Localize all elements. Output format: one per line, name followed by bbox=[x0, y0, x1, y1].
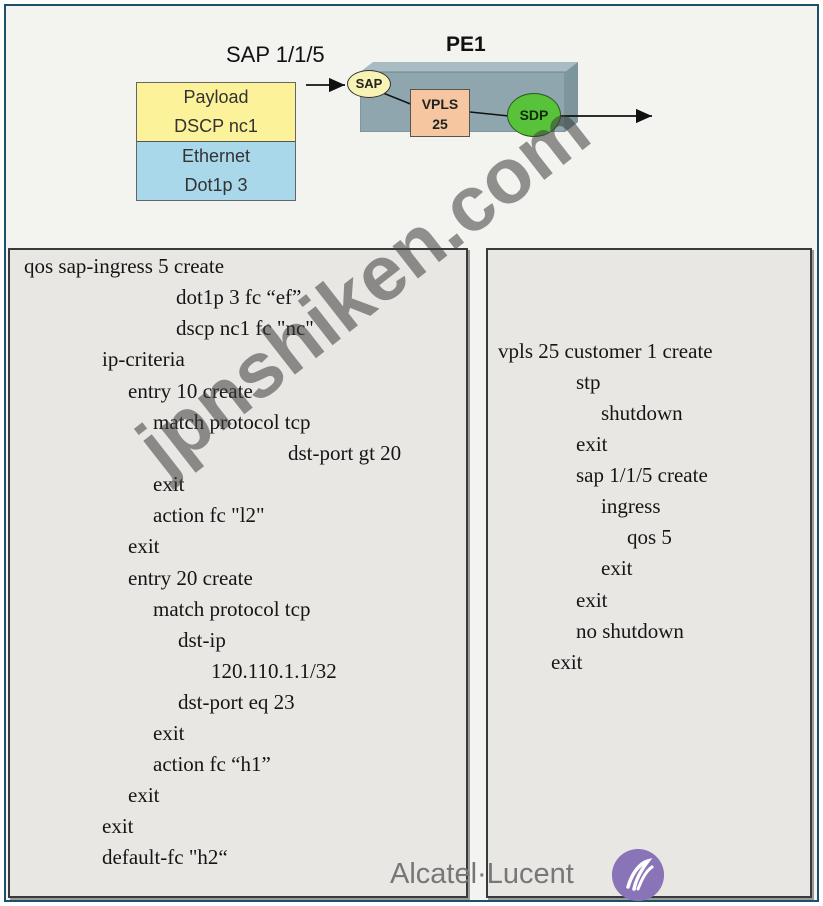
code-line: exit bbox=[576, 432, 608, 456]
code-line: exit bbox=[153, 472, 185, 496]
code-line: default-fc "h2“ bbox=[102, 845, 228, 869]
code-line: entry 20 create bbox=[128, 566, 253, 590]
code-line: ingress bbox=[601, 494, 661, 518]
vpls-id: 25 bbox=[432, 116, 448, 132]
code-line: dst-ip bbox=[178, 628, 226, 652]
code-line: exit bbox=[576, 588, 608, 612]
code-line: exit bbox=[551, 650, 583, 674]
code-line: sap 1/1/5 create bbox=[576, 463, 708, 487]
code-line: qos sap-ingress 5 create bbox=[24, 254, 225, 278]
brand-name: Alcatel·Lucent bbox=[390, 858, 574, 890]
code-line: vpls 25 customer 1 create bbox=[498, 339, 713, 363]
code-line: qos 5 bbox=[627, 525, 672, 549]
sap-node: SAP bbox=[347, 70, 391, 98]
packet-frame: Payload DSCP nc1 Ethernet Dot1p 3 bbox=[136, 82, 296, 201]
code-line: dst-port gt 20 bbox=[288, 441, 402, 465]
sap-ingress-config-panel bbox=[8, 248, 468, 898]
code-line: exit bbox=[153, 721, 185, 745]
packet-payload: Payload bbox=[137, 83, 295, 112]
packet-ethernet: Ethernet bbox=[137, 141, 295, 171]
code-line: dst-port eq 23 bbox=[178, 690, 295, 714]
code-line: match protocol tcp bbox=[153, 410, 311, 434]
pe-label: PE1 bbox=[446, 33, 486, 56]
code-line: stp bbox=[576, 370, 601, 394]
code-line: shutdown bbox=[601, 401, 683, 425]
code-line: exit bbox=[601, 556, 633, 580]
code-line: exit bbox=[102, 814, 134, 838]
sdp-node: SDP bbox=[507, 93, 561, 137]
packet-dot1p: Dot1p 3 bbox=[137, 171, 295, 200]
vpls-node: VPLS 25 bbox=[410, 89, 470, 137]
code-line: dscp nc1 fc "nc" bbox=[176, 316, 314, 340]
code-line: dot1p 3 fc “ef” bbox=[176, 285, 302, 309]
code-line: no shutdown bbox=[576, 619, 684, 643]
vpls-label: VPLS bbox=[421, 96, 459, 112]
code-line: exit bbox=[128, 534, 160, 558]
code-line: action fc "l2" bbox=[153, 503, 265, 527]
packet-dscp: DSCP nc1 bbox=[137, 112, 295, 141]
code-line: match protocol tcp bbox=[153, 597, 311, 621]
code-line: 120.110.1.1/32 bbox=[211, 659, 337, 683]
sap-port-label: SAP 1/1/5 bbox=[226, 42, 325, 67]
vpls-config-panel bbox=[486, 248, 812, 898]
code-line: action fc “h1” bbox=[153, 752, 271, 776]
code-line: entry 10 create bbox=[128, 379, 253, 403]
code-line: exit bbox=[128, 783, 160, 807]
alcatel-lucent-logo-icon bbox=[612, 849, 664, 901]
code-line: ip-criteria bbox=[102, 347, 185, 371]
